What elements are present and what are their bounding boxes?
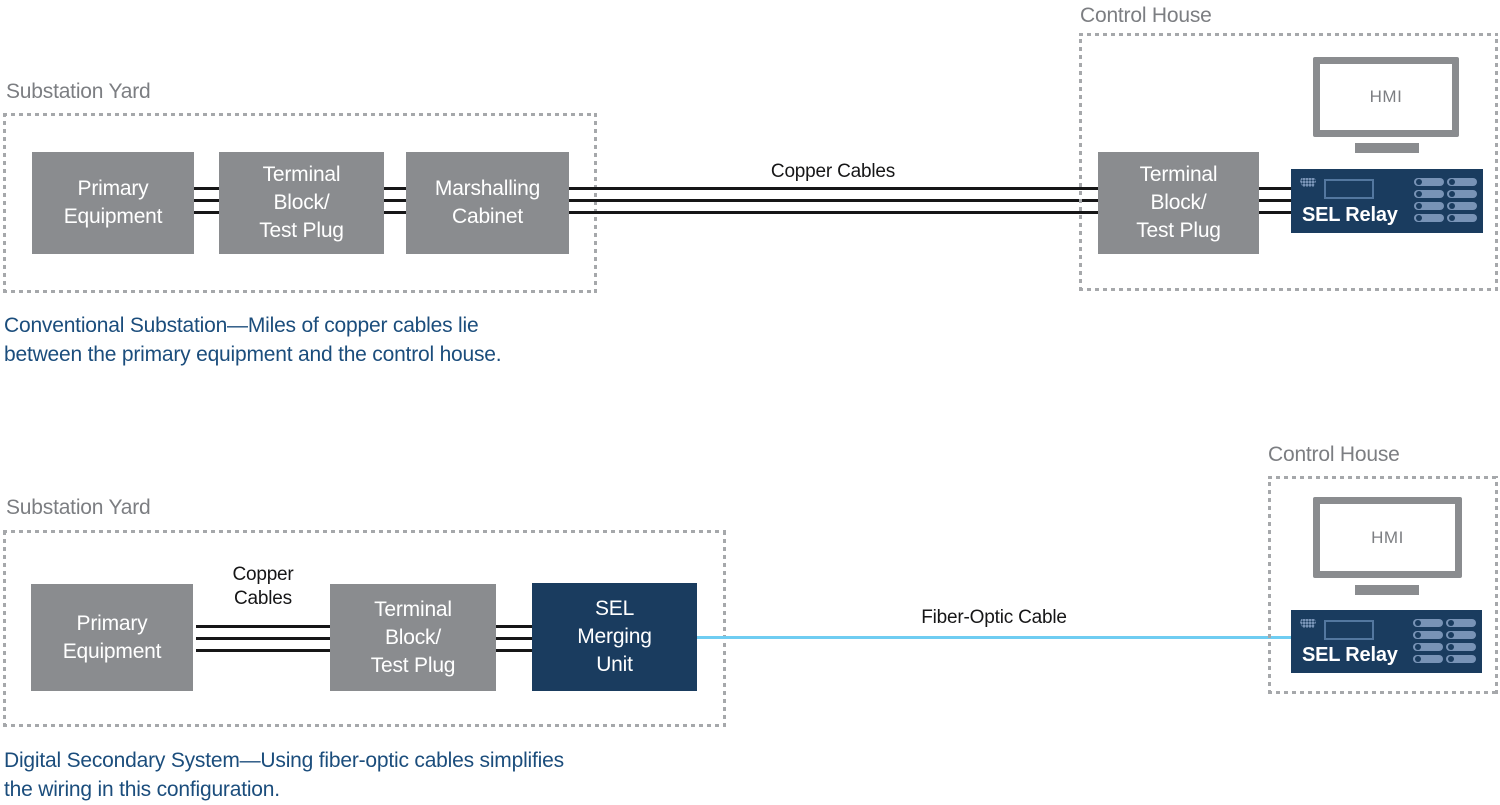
conventional-terminal-block-box: Terminal Block/ Test Plug (219, 152, 384, 254)
copper-connector-primary-to-terminal (194, 187, 219, 214)
relay-led-icon (1447, 178, 1477, 186)
relay-led-icon (1446, 631, 1476, 639)
relay-display-icon (1324, 620, 1374, 640)
copper-cables-label-bottom: Copper Cables (232, 564, 294, 609)
hmi-monitor-stand-icon (1355, 585, 1419, 595)
hmi-monitor-icon: HMI (1313, 57, 1459, 137)
fiber-optic-cable-line (697, 636, 1291, 639)
relay-led-icon (1414, 190, 1444, 198)
relay-led-icon (1447, 202, 1477, 210)
relay-led-panel (1414, 178, 1477, 222)
conventional-substation-yard-title: Substation Yard (6, 80, 151, 103)
relay-led-icon (1414, 202, 1444, 210)
sel-relay-label: SEL Relay (1302, 644, 1398, 666)
relay-led-icon (1413, 619, 1443, 627)
hmi-label: HMI (1369, 87, 1403, 106)
sel-merging-unit-box: SEL Merging Unit (532, 583, 697, 691)
relay-led-icon (1414, 214, 1444, 222)
copper-connector-terminal-to-marshalling (384, 187, 406, 214)
relay-led-icon (1447, 190, 1477, 198)
copper-connector-primary-to-terminal-bottom (196, 625, 330, 652)
copper-connector-terminal-to-merging-unit (496, 625, 532, 652)
relay-led-icon (1413, 631, 1443, 639)
serial-port-icon (1300, 619, 1316, 628)
copper-cables-run (569, 187, 1098, 214)
digital-substation-yard-title: Substation Yard (6, 496, 151, 519)
relay-led-icon (1413, 643, 1443, 651)
digital-terminal-block-box: Terminal Block/ Test Plug (330, 584, 496, 691)
copper-connector-terminal-to-relay (1259, 187, 1291, 214)
digital-caption: Digital Secondary System—Using fiber-opt… (4, 749, 564, 801)
control-house-terminal-block-box: Terminal Block/ Test Plug (1098, 152, 1259, 254)
relay-led-icon (1446, 619, 1476, 627)
copper-cables-label-top: Copper Cables (770, 161, 896, 182)
hmi-monitor-icon: HMI (1313, 497, 1462, 578)
digital-control-house-title: Control House (1268, 443, 1400, 466)
hmi-monitor-stand-icon (1355, 143, 1419, 153)
conventional-marshalling-cabinet-box: Marshalling Cabinet (406, 152, 569, 254)
hmi-label: HMI (1371, 527, 1404, 547)
conventional-caption: Conventional Substation—Miles of copper … (4, 314, 502, 366)
relay-led-icon (1446, 643, 1476, 651)
fiber-optic-cable-label: Fiber-Optic Cable (921, 607, 1067, 628)
digital-primary-equipment-box: Primary Equipment (31, 584, 193, 691)
sel-relay-label: SEL Relay (1302, 204, 1398, 226)
relay-led-panel (1413, 619, 1476, 663)
conventional-control-house-title: Control House (1080, 4, 1212, 27)
relay-led-icon (1414, 178, 1444, 186)
relay-led-icon (1446, 655, 1476, 663)
serial-port-icon (1300, 178, 1316, 187)
relay-led-icon (1447, 214, 1477, 222)
conventional-primary-equipment-box: Primary Equipment (32, 152, 194, 254)
sel-relay-device: SEL Relay (1291, 610, 1482, 673)
relay-led-icon (1413, 655, 1443, 663)
sel-relay-device: SEL Relay (1291, 169, 1483, 233)
relay-display-icon (1324, 179, 1374, 199)
